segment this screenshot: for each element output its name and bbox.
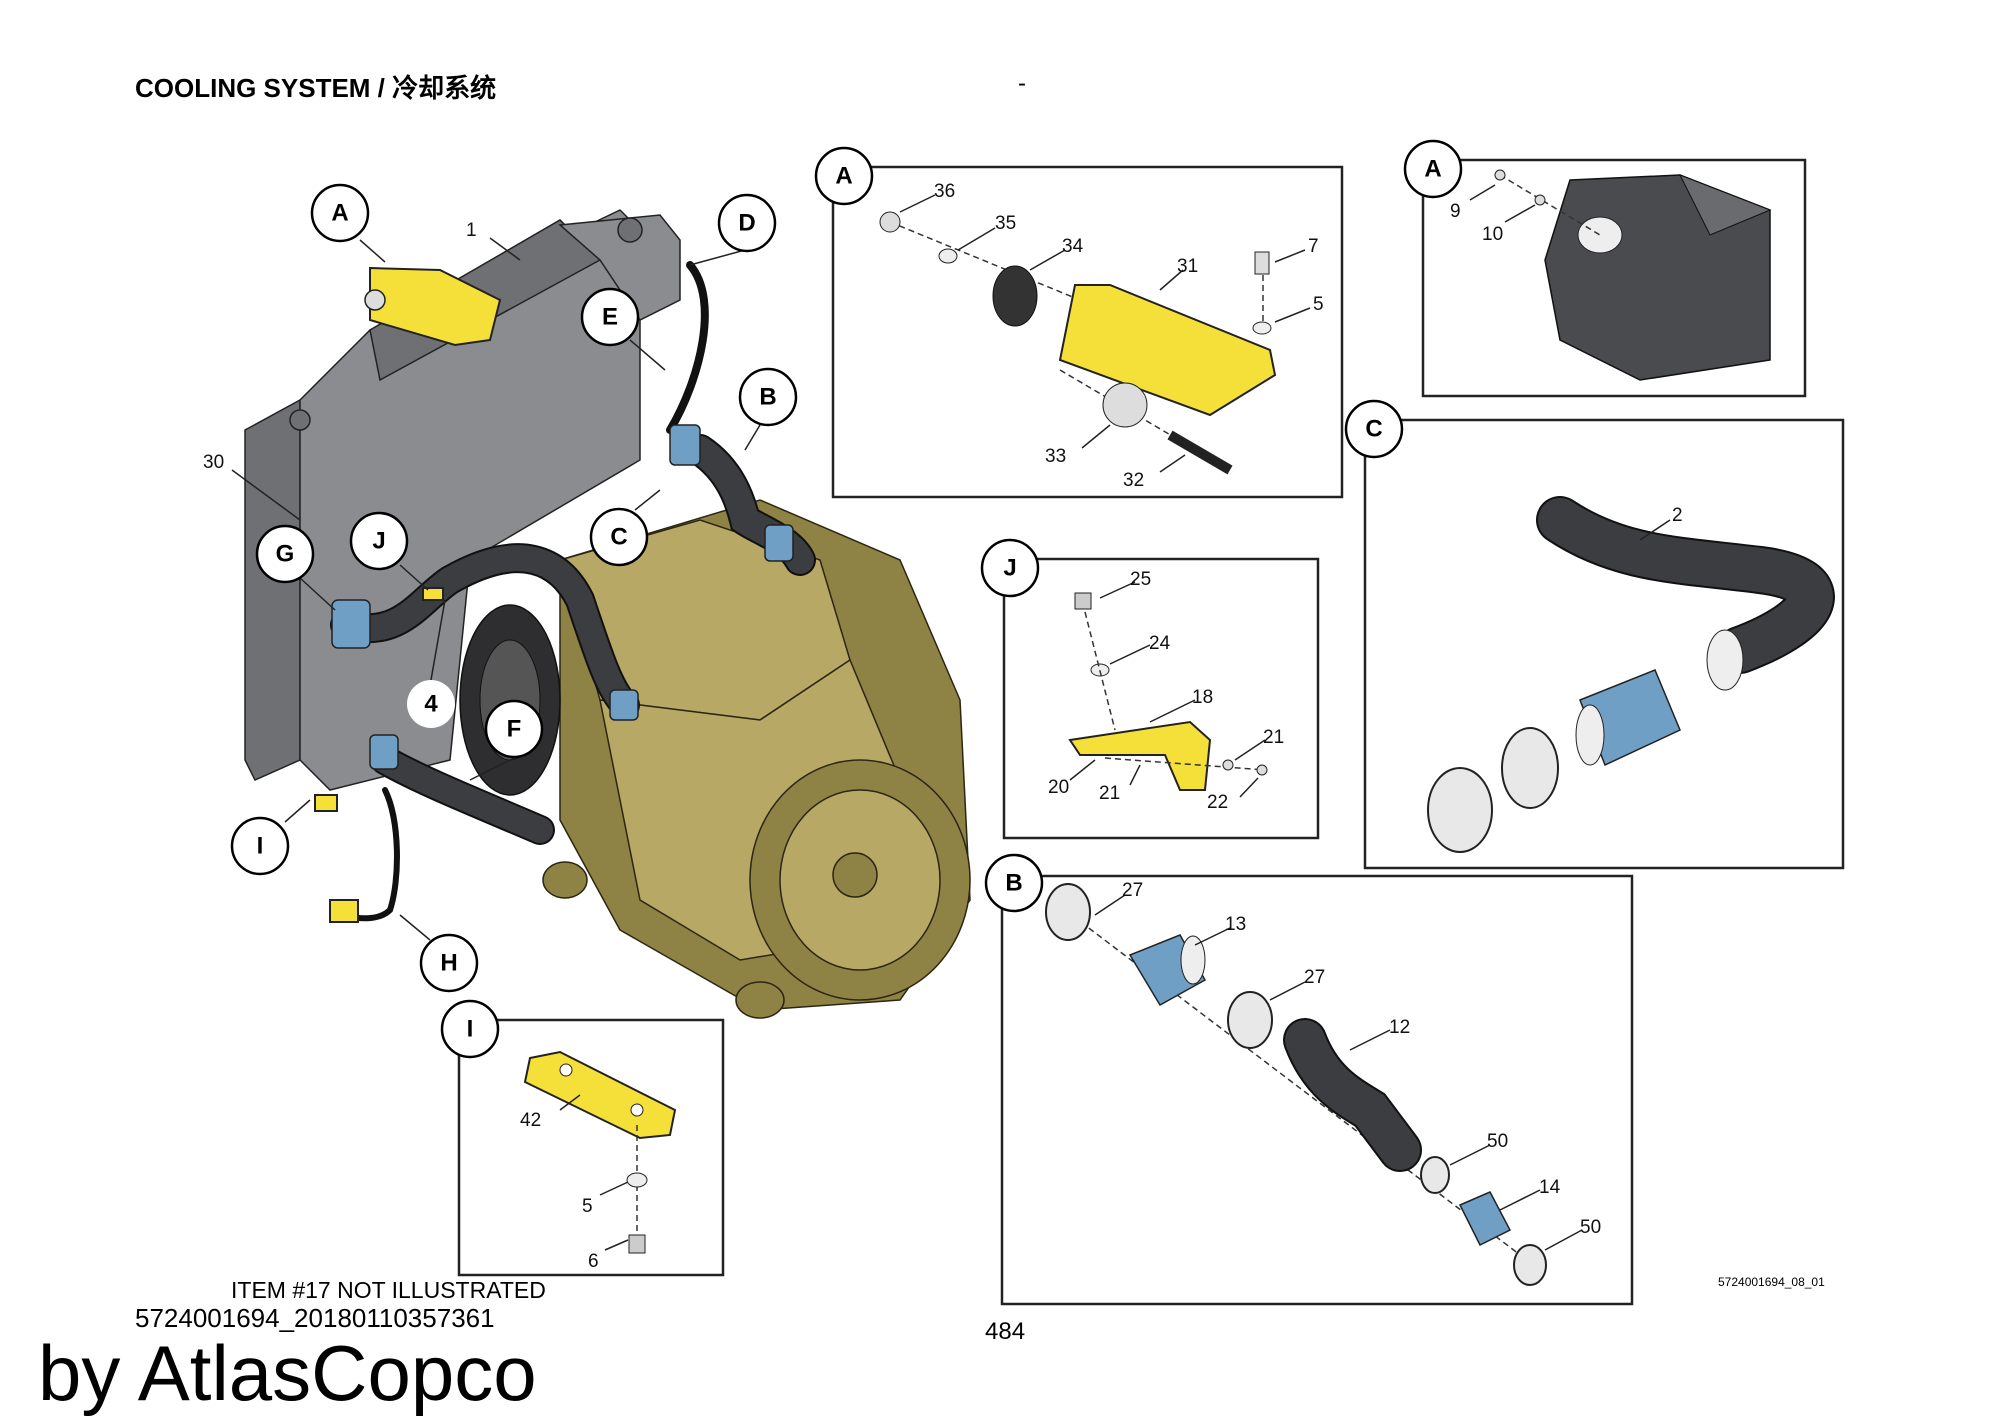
part-number: 27: [1122, 880, 1143, 901]
detail-label: J: [1003, 555, 1016, 582]
part-number: 31: [1177, 256, 1198, 277]
part-number: 6: [588, 1251, 599, 1272]
part-number: 13: [1225, 914, 1246, 935]
part-number: 36: [934, 181, 955, 202]
part-number: 18: [1192, 687, 1213, 708]
part-number: 14: [1539, 1177, 1561, 1198]
callout-c[interactable]: C: [589, 507, 649, 567]
callout-number: 4: [424, 691, 438, 718]
callout-letter: A: [331, 200, 348, 227]
callout-h[interactable]: H: [419, 933, 479, 993]
detail-label: B: [1005, 870, 1022, 897]
part-number: 32: [1123, 470, 1144, 491]
part-number: 7: [1308, 236, 1319, 257]
callout-letter: B: [759, 384, 776, 411]
part-number: 42: [520, 1110, 541, 1131]
part-number: 34: [1062, 236, 1084, 257]
part-number: 5: [1313, 294, 1324, 315]
part-number: 5: [582, 1196, 593, 1217]
part-number: 22: [1207, 792, 1228, 813]
callout-letter: G: [276, 541, 295, 568]
detail-a-bracket: A 36 35 34 31 7 5 33 32: [814, 146, 1344, 499]
detail-label: A: [835, 163, 852, 190]
detail-j: J 25 24 18 21 20 21 22: [980, 538, 1320, 840]
detail-label: C: [1365, 416, 1382, 443]
callout-letter: J: [372, 528, 385, 555]
part-number: 10: [1482, 224, 1503, 245]
detail-c: C 2: [1344, 399, 1845, 870]
callout-letter: D: [738, 210, 755, 237]
callout-e[interactable]: E: [580, 287, 640, 347]
part-number: 9: [1450, 201, 1461, 222]
callout-g[interactable]: G: [255, 524, 315, 584]
callout-4[interactable]: 4: [407, 680, 455, 728]
item-label-30: 30: [203, 452, 224, 473]
callout-a[interactable]: A: [310, 183, 370, 243]
callout-letter: C: [610, 524, 627, 551]
callout-letter: E: [602, 304, 618, 331]
part-number: 50: [1580, 1217, 1601, 1238]
callout-letter: F: [507, 716, 522, 743]
part-number: 21: [1263, 727, 1284, 748]
part-number: 20: [1048, 777, 1069, 798]
callout-letter: I: [257, 833, 264, 860]
part-number: 2: [1672, 505, 1683, 526]
page-number: 484: [985, 1318, 1026, 1345]
document-id: 5724001694_20180110357361: [135, 1303, 495, 1333]
part-number: 50: [1487, 1131, 1508, 1152]
watermark: by AtlasCopco: [38, 1329, 537, 1417]
detail-b: B 27 13 27 12 50 14 50: [984, 853, 1634, 1306]
part-number: 35: [995, 213, 1016, 234]
item-label-1: 1: [466, 220, 477, 241]
header-separator: -: [1018, 70, 1026, 97]
callout-j[interactable]: J: [349, 511, 409, 571]
callout-d[interactable]: D: [717, 193, 777, 253]
callout-letter: H: [440, 950, 457, 977]
detail-label: A: [1424, 156, 1441, 183]
page-title: COOLING SYSTEM / 冷却系统: [135, 73, 497, 103]
bracket-a-highlight: [369, 266, 502, 347]
callout-f[interactable]: F: [484, 699, 544, 759]
not-illustrated-note: ITEM #17 NOT ILLUSTRATED: [231, 1277, 546, 1303]
part-number: 25: [1130, 569, 1151, 590]
image-code: 5724001694_08_01: [1718, 1275, 1825, 1289]
main-hoses: [314, 261, 816, 923]
engine-assembly: [244, 209, 971, 1019]
detail-label: I: [467, 1016, 474, 1043]
part-number: 12: [1389, 1017, 1410, 1038]
callout-i[interactable]: I: [230, 816, 290, 876]
part-number: 24: [1149, 633, 1171, 654]
detail-i: I 42 5 6: [440, 999, 725, 1277]
part-number: 21: [1099, 783, 1120, 804]
callout-b[interactable]: B: [738, 367, 798, 427]
detail-a-shroud: A 9 10: [1403, 139, 1807, 398]
part-number: 27: [1304, 967, 1325, 988]
part-number: 33: [1045, 446, 1066, 467]
